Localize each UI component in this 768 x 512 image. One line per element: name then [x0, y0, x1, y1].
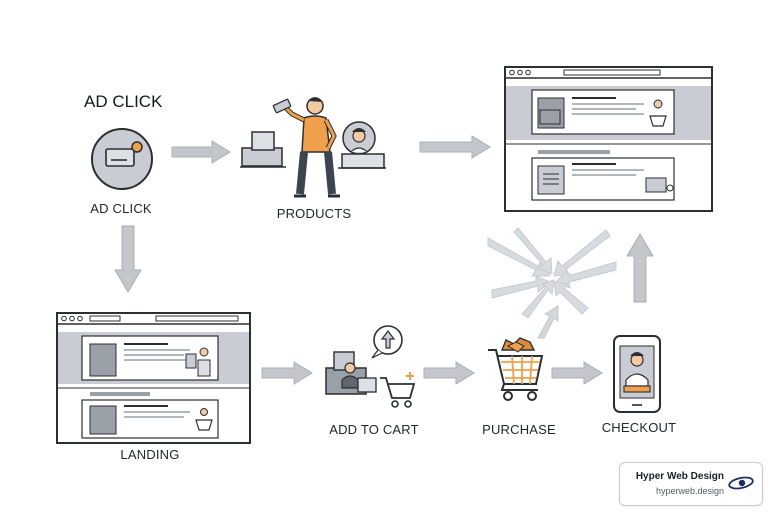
node-label-ad-click: AD CLICK: [90, 201, 152, 216]
node-label-landing: LANDING: [120, 447, 180, 462]
node-label-checkout: CHECKOUT: [601, 420, 677, 435]
ad-click-icon: [91, 128, 153, 190]
shopping-cart-icon: [488, 337, 544, 401]
browser-window-landing-icon: [56, 312, 251, 444]
brand-url: hyperweb.design: [655, 486, 724, 496]
arrow-right-icon: [419, 135, 491, 159]
arrow-up-icon: [626, 233, 654, 303]
mobile-checkout-icon: [613, 335, 661, 413]
arrow-right-icon: [551, 361, 603, 385]
arrow-down-icon: [114, 225, 142, 293]
brand-name: Hyper Web Design: [635, 471, 724, 482]
browser-window-results-icon: [504, 66, 713, 212]
brand-logo-icon: [728, 476, 754, 490]
arrow-right-icon: [171, 140, 231, 164]
converging-arrows-icon: [487, 227, 617, 319]
diagram-heading: AD CLICK: [84, 92, 163, 111]
brand-card: Hyper Web Design hyperweb.design: [619, 462, 763, 506]
node-label-add-to-cart: ADD TO CART: [329, 422, 419, 437]
node-label-products: PRODUCTS: [276, 206, 352, 221]
node-label-purchase: PURCHASE: [482, 422, 556, 437]
add-to-cart-icon: [325, 325, 416, 408]
arrow-up-right-icon: [537, 305, 559, 339]
arrow-right-icon: [423, 361, 475, 385]
arrow-right-icon: [261, 361, 313, 385]
products-scene-icon: [240, 97, 386, 198]
